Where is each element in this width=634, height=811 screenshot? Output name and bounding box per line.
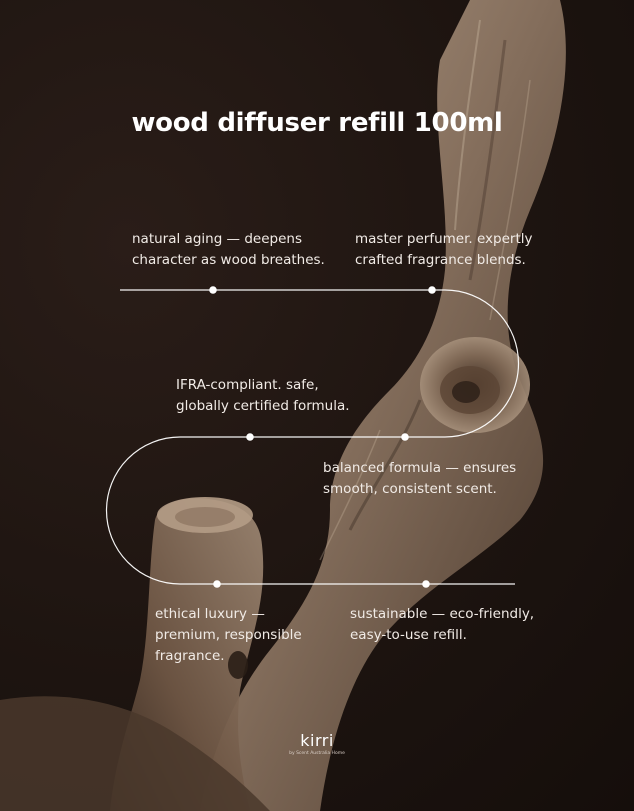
feature-line: globally certified formula. — [176, 398, 350, 414]
feature-line: easy-to-use refill. — [350, 627, 467, 643]
feature-line: premium, responsible — [155, 627, 302, 643]
feature-ethical-luxury: ethical luxury — premium, responsible fr… — [155, 604, 302, 667]
feature-line: master perfumer. expertly — [355, 231, 533, 247]
feature-ifra-compliant: IFRA-compliant. safe, globally certified… — [176, 375, 350, 417]
brand-tagline: by Scent Australia Home — [289, 751, 345, 756]
page-title: wood diffuser refill 100ml — [131, 108, 503, 138]
brand-logo: kirri by Scent Australia Home — [0, 731, 634, 756]
feature-line: smooth, consistent scent. — [323, 481, 497, 497]
feature-line: sustainable — eco-friendly, — [350, 606, 535, 622]
feature-line: IFRA-compliant. safe, — [176, 377, 319, 393]
feature-line: natural aging — deepens — [132, 231, 302, 247]
feature-line: ethical luxury — — [155, 606, 265, 622]
feature-balanced-formula: balanced formula — ensures smooth, consi… — [323, 458, 516, 500]
feature-master-perfumer: master perfumer. expertly crafted fragra… — [355, 229, 533, 271]
feature-line: crafted fragrance blends. — [355, 252, 526, 268]
brand-name: kirri — [300, 731, 334, 750]
feature-line: fragrance. — [155, 648, 225, 664]
feature-natural-aging: natural aging — deepens character as woo… — [132, 229, 325, 271]
feature-sustainable: sustainable — eco-friendly, easy-to-use … — [350, 604, 534, 646]
feature-line: character as wood breathes. — [132, 252, 325, 268]
feature-line: balanced formula — ensures — [323, 460, 517, 476]
